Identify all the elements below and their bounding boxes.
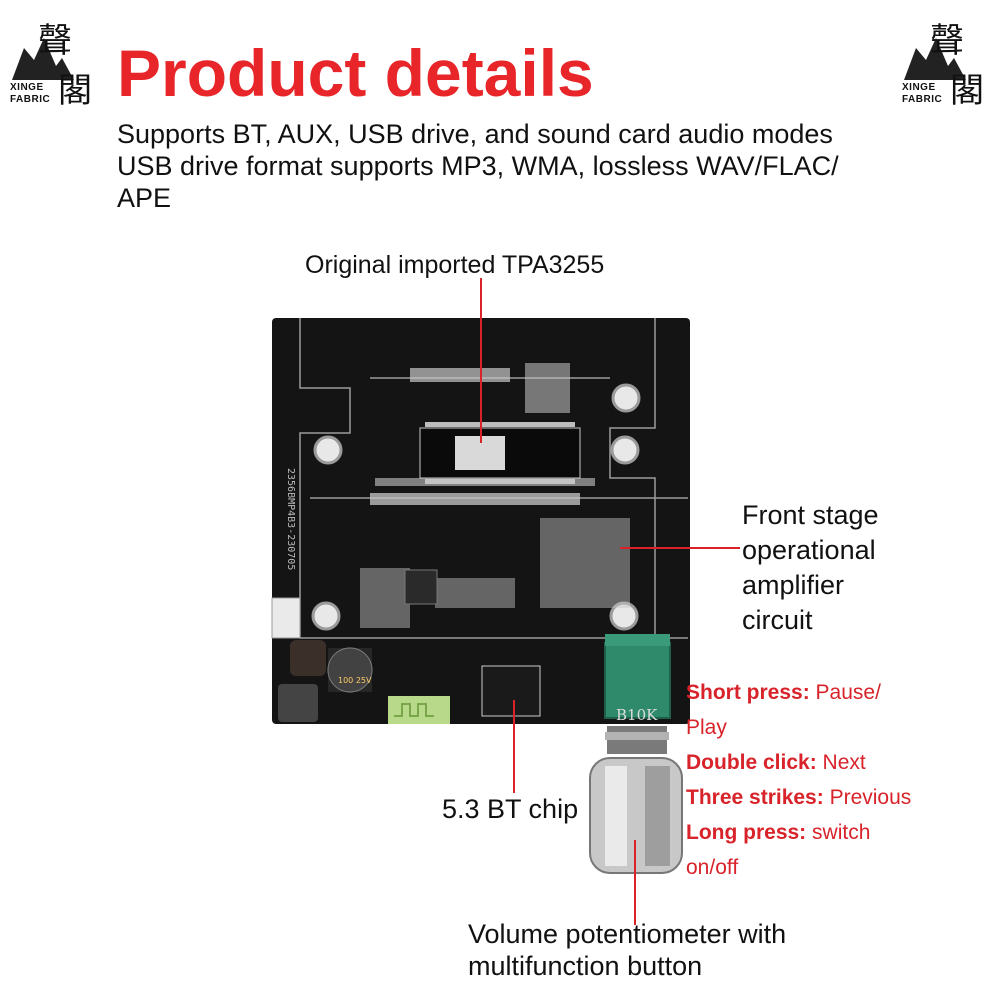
- feature-summary: Supports BT, AUX, USB drive, and sound c…: [117, 118, 907, 214]
- chip-callout: Original imported TPA3255: [305, 251, 605, 279]
- feature-line: Supports BT, AUX, USB drive, and sound c…: [117, 119, 833, 149]
- brand-logo-right: 聲 閣 XINGE FABRIC: [896, 8, 996, 111]
- brand-name-line1: XINGE: [10, 82, 44, 93]
- svg-text:閣: 閣: [58, 71, 92, 108]
- opamp-callout: Front stage operational amplifier circui…: [742, 498, 962, 638]
- logo-icon: 聲 閣: [12, 21, 92, 111]
- brand-logo-left: 聲 閣 XINGE FABRIC: [4, 8, 104, 111]
- opamp-callout-line: circuit: [742, 605, 813, 635]
- pcb-silkscreen: 2356BMP4B3-230705: [285, 468, 296, 570]
- capacitor-marking: 100 25V: [338, 676, 372, 685]
- button-functions: Short press: Pause/ Play Double click: N…: [686, 675, 936, 885]
- potentiometer-callout-line: Volume potentiometer with: [468, 919, 787, 949]
- callout-line-chip: [480, 278, 482, 443]
- page-title: Product details: [117, 36, 594, 110]
- control-item-continued: on/off: [686, 856, 739, 879]
- potentiometer-marking: B10K: [616, 706, 658, 724]
- svg-text:聲: 聲: [930, 21, 964, 61]
- control-item: Double click: Next: [686, 745, 936, 780]
- svg-text:聲: 聲: [38, 21, 72, 61]
- control-item: Short press: Pause/: [686, 675, 936, 710]
- potentiometer-callout-line: multifunction button: [468, 951, 703, 981]
- control-effect: switch: [806, 821, 871, 844]
- control-item-continued: Play: [686, 716, 727, 739]
- bt-callout: 5.3 BT chip: [442, 794, 579, 824]
- feature-line: USB drive format supports MP3, WMA, loss…: [117, 151, 839, 181]
- logo-icon: 聲 閣: [904, 21, 984, 111]
- amplifier-board-photo: 100 25V 2356BMP4B3-230705 B10K: [270, 318, 700, 903]
- control-item: Long press: switch: [686, 815, 936, 850]
- callout-line-opamp: [620, 547, 740, 549]
- control-action: Short press:: [686, 681, 810, 704]
- potentiometer-callout: Volume potentiometer with multifunction …: [468, 918, 888, 982]
- control-effect: Pause/: [809, 681, 881, 704]
- control-effect: Next: [816, 751, 866, 774]
- callout-line-bt: [513, 700, 515, 793]
- control-item: Three strikes: Previous: [686, 780, 936, 815]
- callout-line-pot: [634, 840, 636, 925]
- brand-name-line1: XINGE: [902, 82, 936, 93]
- control-action: Long press:: [686, 821, 807, 844]
- control-action: Three strikes:: [686, 786, 824, 809]
- control-effect: Previous: [823, 786, 912, 809]
- opamp-callout-line: operational: [742, 535, 876, 565]
- control-action: Double click:: [686, 751, 817, 774]
- feature-line: APE: [117, 183, 172, 213]
- brand-name-line2: FABRIC: [902, 94, 943, 105]
- svg-text:閣: 閣: [950, 71, 984, 108]
- brand-name-line2: FABRIC: [10, 94, 51, 105]
- opamp-callout-line: Front stage: [742, 500, 879, 530]
- opamp-callout-line: amplifier: [742, 570, 845, 600]
